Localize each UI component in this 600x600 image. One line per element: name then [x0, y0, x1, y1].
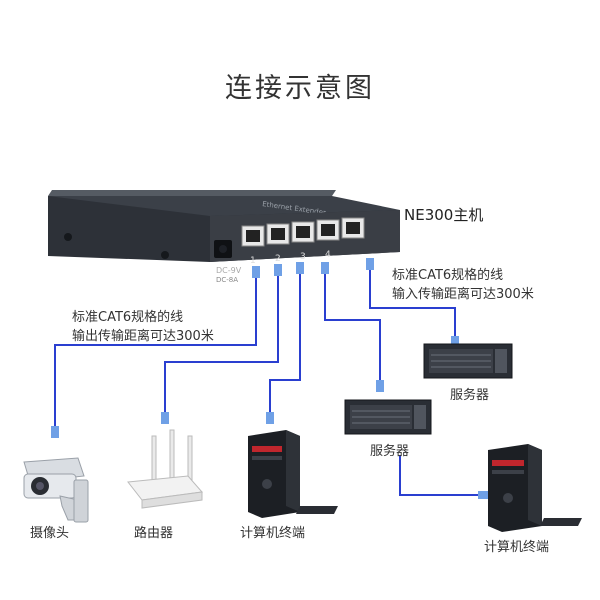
port-number-1: 1 [250, 256, 256, 266]
server-mid-device [344, 399, 432, 435]
cable-port1 [54, 270, 257, 432]
router-label: 路由器 [134, 526, 174, 541]
port-number-2: 2 [275, 254, 281, 264]
camera-label: 摄像头 [30, 526, 70, 541]
cable-port3 [269, 266, 301, 420]
output-note-line1: 标准CAT6规格的线 [72, 310, 184, 325]
cable-connectors [51, 258, 488, 499]
input-note-line1: 标准CAT6规格的线 [392, 268, 504, 283]
server-right-label: 服务器 [450, 388, 490, 403]
pc-left-device [248, 430, 338, 518]
pc-right-device [488, 444, 582, 532]
rj45-ports [241, 217, 365, 247]
output-note-line2: 输出传输距离可达300米 [72, 329, 214, 344]
dc-label-2: DC-8A [216, 276, 239, 284]
cable-server-pc [399, 455, 482, 496]
cable-input [369, 262, 456, 340]
page-title: 连接示意图 [225, 73, 375, 104]
router-device [127, 429, 203, 509]
pc-left-label: 计算机终端 [240, 526, 306, 541]
host-label: NE300主机 [404, 206, 484, 224]
port-number-4: 4 [325, 250, 331, 260]
input-note-line2: 输入传输距离可达300米 [392, 287, 534, 302]
server-mid-label: 服务器 [370, 444, 410, 459]
server-right-device [423, 343, 513, 379]
cables [54, 262, 482, 496]
cable-port2 [164, 268, 279, 420]
cable-port4 [324, 265, 381, 390]
port-number-3: 3 [300, 252, 306, 262]
pc-right-label: 计算机终端 [484, 540, 550, 555]
camera-device [23, 457, 89, 523]
dc-label: DC-9V [216, 266, 242, 275]
